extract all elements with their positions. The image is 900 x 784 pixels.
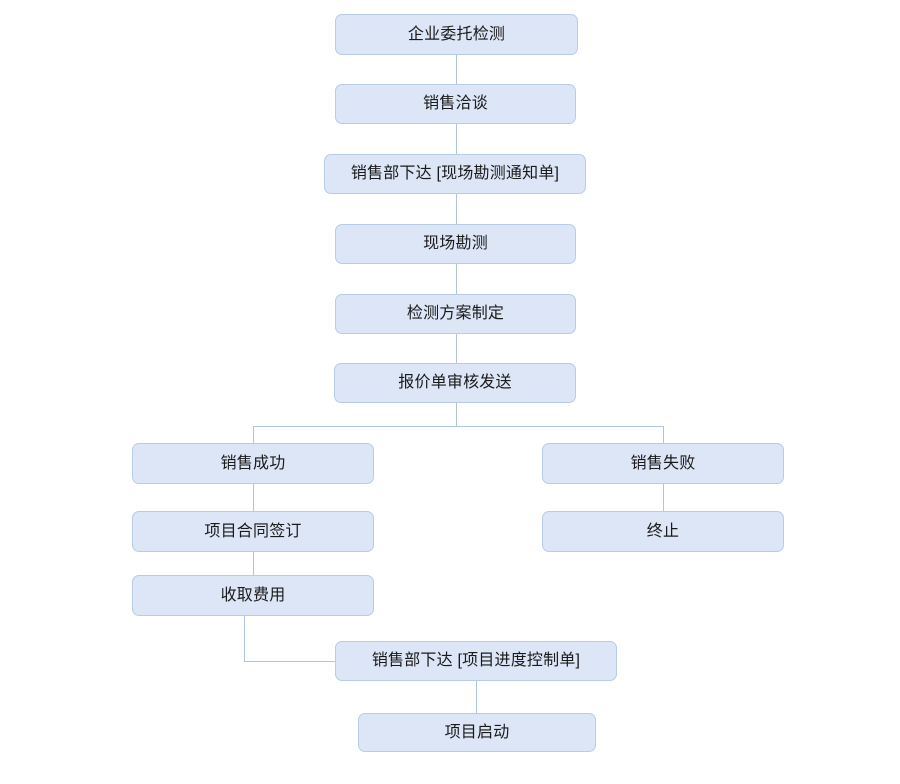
node-test-plan-formulation[interactable]: 检测方案制定: [335, 294, 576, 334]
node-sales-dept-issue-project-progress-control[interactable]: 销售部下达 [项目进度控制单]: [335, 641, 617, 681]
node-label: 收取费用: [220, 586, 286, 604]
node-site-survey[interactable]: 现场勘测: [335, 224, 576, 264]
node-sales-negotiation[interactable]: 销售洽谈: [335, 84, 576, 124]
node-label: 项目启动: [444, 723, 510, 741]
node-label: 报价单审核发送: [398, 374, 512, 392]
node-quotation-review-send[interactable]: 报价单审核发送: [334, 363, 576, 403]
connector-n6-n8-branch: [456, 426, 664, 443]
node-label: 企业委托检测: [407, 25, 506, 43]
node-label: 现场勘测: [423, 235, 488, 253]
node-label: 销售失败: [630, 454, 696, 472]
node-sales-dept-issue-site-survey-notice[interactable]: 销售部下达 [现场勘测通知单]: [324, 154, 586, 194]
node-collect-fee[interactable]: 收取费用: [132, 575, 374, 616]
node-label: 销售部下达 [现场勘测通知单]: [350, 165, 560, 183]
node-enterprise-commission-test[interactable]: 企业委托检测: [335, 14, 578, 55]
node-label: 销售部下达 [项目进度控制单]: [371, 652, 581, 670]
node-sales-success[interactable]: 销售成功: [132, 443, 374, 484]
node-project-contract-signing[interactable]: 项目合同签订: [132, 511, 374, 552]
node-sales-failure[interactable]: 销售失败: [542, 443, 784, 484]
node-project-start[interactable]: 项目启动: [358, 713, 596, 752]
node-label: 销售洽谈: [423, 95, 488, 113]
node-label: 销售成功: [220, 454, 286, 472]
connector-n6-n7-branch: [253, 426, 457, 443]
node-label: 项目合同签订: [204, 522, 302, 540]
node-label: 终止: [646, 522, 680, 540]
connector-n11-n12-elbow: [244, 616, 335, 662]
node-label: 检测方案制定: [406, 305, 505, 323]
node-terminate[interactable]: 终止: [542, 511, 784, 552]
